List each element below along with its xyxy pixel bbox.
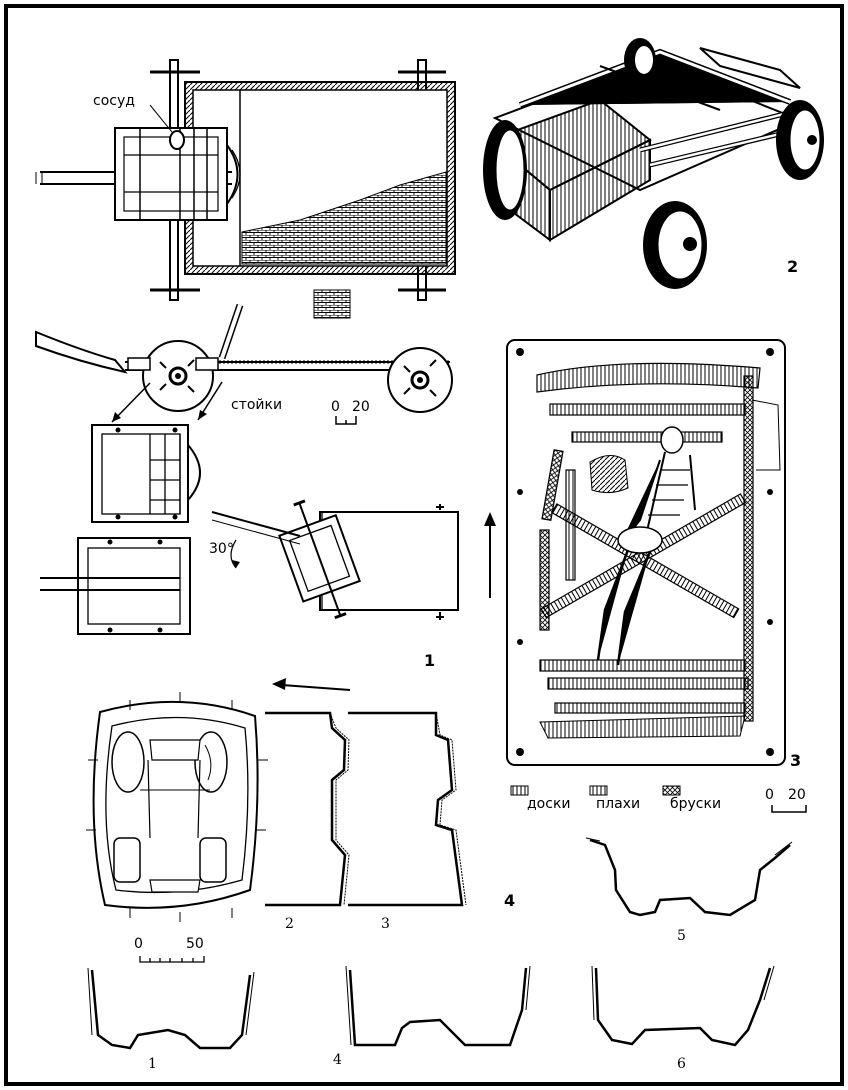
angle-label: 30° [209, 541, 234, 557]
section-6-label: 6 [677, 1056, 686, 1072]
pit-section-1 [87, 967, 255, 1050]
plate-frame [4, 4, 844, 1086]
wagon-plan-top [35, 59, 456, 319]
direction-arrow-left [272, 678, 351, 691]
rear-frame-detail [40, 537, 191, 635]
front-frame-detail [91, 424, 201, 523]
fig-3-number: 3 [790, 751, 801, 770]
wagon-side-view [35, 303, 453, 423]
legend-planks: плахи [596, 796, 640, 812]
scale-bar-1: 0 20 [331, 399, 370, 425]
pit-plan [86, 692, 268, 922]
vessel-label: сосуд [93, 93, 135, 109]
legend-swatch-boards [510, 785, 529, 796]
scale-bar-3: 0 20 [765, 787, 807, 813]
scale-4-zero: 0 [134, 936, 143, 952]
section-3-label: 3 [381, 916, 390, 932]
scale-bar-4: 0 50 [134, 936, 205, 963]
pit-section-5 [585, 837, 793, 917]
pit-section-3 [348, 711, 467, 907]
scale-1-zero: 0 [331, 399, 340, 415]
scale-1-max: 20 [352, 399, 370, 415]
scale-3-max: 20 [788, 787, 806, 803]
section-2-label: 2 [285, 916, 294, 932]
fig-1-number: 1 [424, 651, 435, 670]
legend-swatch-beams [662, 785, 681, 796]
posts-label: стойки [231, 397, 282, 413]
section-4-label: 4 [333, 1052, 342, 1068]
legend: доски плахи бруски [510, 785, 721, 812]
section-5-label: 5 [677, 928, 686, 944]
pit-section-4 [345, 965, 531, 1047]
pit-section-2 [265, 711, 350, 907]
burial-plan [506, 339, 786, 766]
scale-4-max: 50 [186, 936, 204, 952]
scale-3-zero: 0 [765, 787, 774, 803]
skeleton [596, 426, 696, 666]
fig-4-number: 4 [504, 891, 515, 910]
legend-beams: бруски [670, 796, 721, 812]
wagon-turning-plan [211, 499, 459, 620]
direction-arrow-up [484, 512, 496, 598]
section-1-label: 1 [148, 1056, 157, 1072]
wagon-perspective [483, 38, 824, 289]
legend-swatch-planks [589, 785, 608, 796]
fig-2-number: 2 [787, 257, 798, 276]
pit-section-6 [591, 965, 775, 1047]
legend-boards: доски [527, 796, 571, 812]
